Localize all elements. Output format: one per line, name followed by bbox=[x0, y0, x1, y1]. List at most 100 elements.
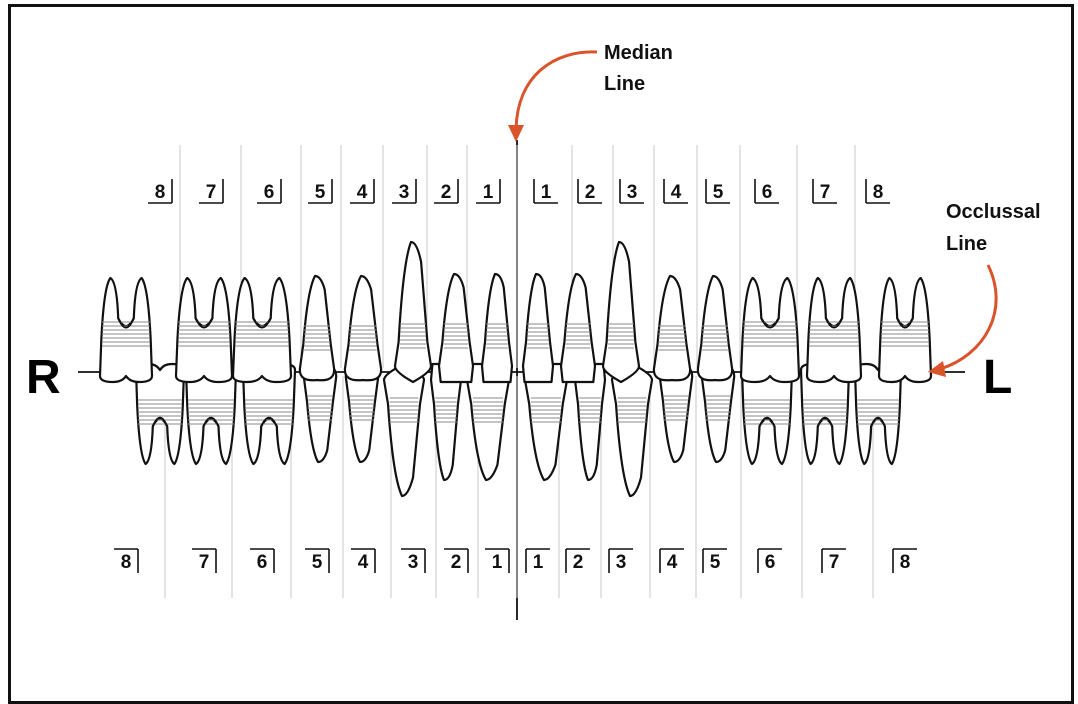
tooth-number: 4 bbox=[660, 549, 684, 573]
tooth bbox=[879, 278, 931, 382]
tooth-outline bbox=[603, 242, 639, 382]
tooth-number: 8 bbox=[893, 549, 917, 573]
tooth-outline bbox=[300, 276, 334, 380]
tooth-outline bbox=[654, 276, 690, 380]
tooth-number-text: 7 bbox=[199, 552, 210, 573]
tooth bbox=[395, 242, 431, 382]
tooth-number: 5 bbox=[305, 549, 329, 573]
tooth-number-text: 8 bbox=[873, 182, 884, 203]
tooth-number-text: 1 bbox=[492, 552, 503, 573]
tooth-number-text: 7 bbox=[820, 182, 831, 203]
tooth-number: 2 bbox=[434, 179, 458, 203]
upper-teeth bbox=[136, 364, 901, 496]
tooth-number-text: 1 bbox=[533, 552, 544, 573]
tooth bbox=[345, 276, 381, 380]
tooth bbox=[176, 278, 232, 382]
tooth-number: 2 bbox=[566, 549, 590, 573]
tooth-number-text: 2 bbox=[451, 552, 462, 573]
tooth-number-text: 2 bbox=[573, 552, 584, 573]
tooth bbox=[654, 276, 690, 380]
tooth bbox=[100, 278, 152, 382]
tooth bbox=[561, 274, 595, 382]
median-label-line1: Median bbox=[604, 42, 673, 64]
tooth-number: 1 bbox=[534, 179, 558, 203]
tooth-number: 6 bbox=[257, 179, 281, 203]
tooth-number: 3 bbox=[401, 549, 425, 573]
tooth bbox=[603, 242, 639, 382]
left-side-label: L bbox=[983, 351, 1012, 404]
tooth-number: 7 bbox=[813, 179, 837, 203]
tooth-number-text: 4 bbox=[671, 182, 682, 203]
tooth-number-text: 5 bbox=[713, 182, 724, 203]
tooth-number-text: 1 bbox=[483, 182, 494, 203]
tooth-number-text: 2 bbox=[585, 182, 596, 203]
tooth-number-text: 4 bbox=[357, 182, 368, 203]
tooth-number-text: 3 bbox=[408, 552, 419, 573]
tooth-number: 4 bbox=[664, 179, 688, 203]
tooth-number-text: 8 bbox=[121, 552, 132, 573]
tooth-number: 3 bbox=[609, 549, 633, 573]
lower-tooth-numbers: 8 7 6 5 4 3 2 1 1 2 3 4 5 6 7 8 bbox=[114, 549, 917, 573]
tooth-outline bbox=[395, 242, 431, 382]
lower-teeth bbox=[100, 242, 931, 382]
tooth-outline bbox=[698, 276, 732, 380]
tooth-number: 3 bbox=[620, 179, 644, 203]
median-arrow bbox=[516, 52, 597, 132]
median-arrowhead bbox=[508, 125, 524, 142]
tooth-number: 8 bbox=[866, 179, 890, 203]
occlusal-label-line2: Line bbox=[946, 233, 987, 255]
tooth-number-text: 6 bbox=[257, 552, 268, 573]
tooth-number: 7 bbox=[822, 549, 846, 573]
tooth-number-text: 5 bbox=[312, 552, 323, 573]
tooth-number: 2 bbox=[444, 549, 468, 573]
tooth-number-text: 5 bbox=[710, 552, 721, 573]
tooth bbox=[523, 274, 553, 382]
tooth-number: 3 bbox=[392, 179, 416, 203]
tooth-number-text: 6 bbox=[765, 552, 776, 573]
tooth-number-text: 2 bbox=[441, 182, 452, 203]
tooth bbox=[612, 364, 652, 496]
tooth-number-text: 8 bbox=[155, 182, 166, 203]
tooth-number: 4 bbox=[351, 549, 375, 573]
tooth-number: 7 bbox=[192, 549, 216, 573]
tooth-number: 6 bbox=[250, 549, 274, 573]
tooth bbox=[741, 278, 799, 382]
tooth-number-text: 4 bbox=[358, 552, 369, 573]
tooth-number: 6 bbox=[758, 549, 782, 573]
median-label-line2: Line bbox=[604, 73, 645, 95]
tooth-number: 5 bbox=[706, 179, 730, 203]
tooth bbox=[384, 364, 424, 496]
tooth-number-text: 6 bbox=[762, 182, 773, 203]
tooth-outline bbox=[345, 276, 381, 380]
occlusal-label-line1: Occlussal bbox=[946, 201, 1041, 223]
tooth-number: 5 bbox=[703, 549, 727, 573]
tooth-number: 4 bbox=[350, 179, 374, 203]
tooth bbox=[807, 278, 861, 382]
tooth bbox=[233, 278, 291, 382]
tooth-number-text: 4 bbox=[667, 552, 678, 573]
tooth-number-text: 3 bbox=[627, 182, 638, 203]
tooth-outline bbox=[612, 364, 652, 496]
upper-tooth-numbers: 8 7 6 5 4 3 2 1 1 2 3 4 5 6 7 8 bbox=[148, 179, 890, 203]
tooth-number-text: 6 bbox=[264, 182, 275, 203]
tooth bbox=[482, 274, 512, 382]
tooth-number: 7 bbox=[199, 179, 223, 203]
tooth-number-text: 3 bbox=[399, 182, 410, 203]
tooth-number-text: 7 bbox=[829, 552, 840, 573]
right-side-label: R bbox=[26, 351, 61, 404]
tooth-number: 1 bbox=[526, 549, 550, 573]
tooth-number: 5 bbox=[308, 179, 332, 203]
tooth-number-text: 3 bbox=[616, 552, 627, 573]
tooth bbox=[439, 274, 473, 382]
tooth-number: 6 bbox=[755, 179, 779, 203]
tooth bbox=[698, 276, 732, 380]
tooth-number: 2 bbox=[578, 179, 602, 203]
tooth-number-text: 5 bbox=[315, 182, 326, 203]
tooth-number-text: 8 bbox=[900, 552, 911, 573]
tooth-number: 1 bbox=[485, 549, 509, 573]
tooth-number-text: 7 bbox=[206, 182, 217, 203]
tooth-number-text: 1 bbox=[541, 182, 552, 203]
tooth-number: 8 bbox=[148, 179, 172, 203]
tooth-number: 1 bbox=[476, 179, 500, 203]
